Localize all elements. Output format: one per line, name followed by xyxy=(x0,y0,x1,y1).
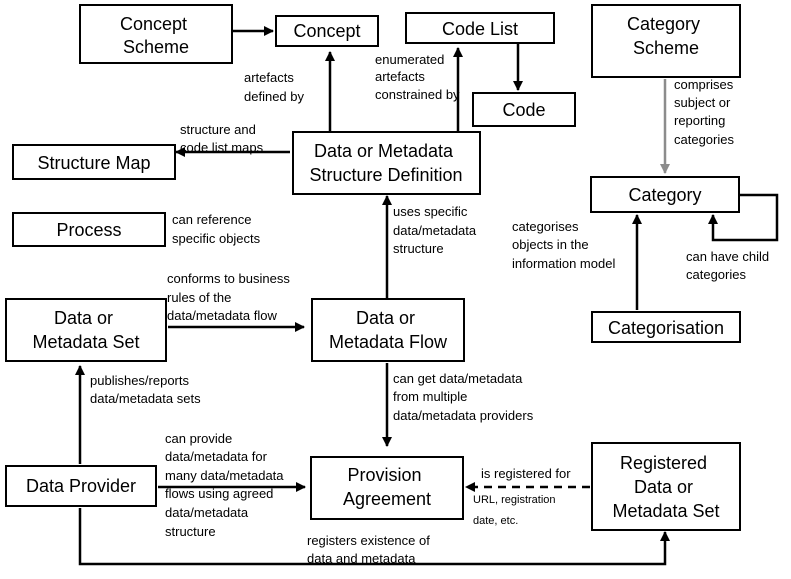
node-label: Data or Metadata Set xyxy=(32,308,139,352)
node-provision-agreement[interactable]: Provision Agreement xyxy=(310,456,464,520)
node-label: Category xyxy=(628,185,701,205)
node-process[interactable]: Process xyxy=(12,212,166,247)
node-label: Concept Scheme xyxy=(120,14,192,57)
label-registers-existence: registers existence of data and metadata xyxy=(307,533,433,566)
label-enumerated-artefacts: enumerated artefacts constrained by xyxy=(375,52,460,102)
label-publishes-reports: publishes/reports data/metadata sets xyxy=(90,373,201,406)
label-comprises-categories: comprises subject or reporting categorie… xyxy=(674,77,737,147)
node-concept-scheme[interactable]: Concept Scheme xyxy=(79,4,233,64)
label-can-provide-data: can provide data/metadata for many data/… xyxy=(165,431,287,539)
label-is-registered-for: is registered for xyxy=(481,466,571,481)
node-categorisation[interactable]: Categorisation xyxy=(591,311,741,343)
node-concept[interactable]: Concept xyxy=(275,15,379,47)
edges xyxy=(75,26,779,566)
label-structure-code-list-maps: structure and code list maps xyxy=(180,122,264,155)
node-label: Process xyxy=(56,220,121,240)
label-can-get-data: can get data/metadata from multiple data… xyxy=(393,371,534,423)
edge-labels: artefacts defined by enumerated artefact… xyxy=(90,52,773,566)
node-label: Data or Metadata Flow xyxy=(329,308,448,352)
node-label: Registered Data or Metadata Set xyxy=(612,453,719,521)
node-code-list[interactable]: Code List xyxy=(405,12,555,44)
edge-category-self-loop xyxy=(708,193,779,242)
node-label: Data or Metadata Structure Definition xyxy=(309,141,462,185)
node-category-scheme[interactable]: Category Scheme xyxy=(591,4,741,78)
label-conforms-to-business-rules: conforms to business rules of the data/m… xyxy=(167,271,293,323)
label-uses-specific-structure: uses specific data/metadata structure xyxy=(393,204,480,256)
node-label: Structure Map xyxy=(37,153,150,173)
node-registered-data-metadata-set[interactable]: Registered Data or Metadata Set xyxy=(591,442,741,531)
label-url-registration-date: URL, registration date, etc. xyxy=(473,494,559,527)
label-categorises-objects: categorises objects in the information m… xyxy=(512,219,615,271)
node-label: Code List xyxy=(442,19,518,39)
node-label: Data Provider xyxy=(26,476,136,496)
node-category[interactable]: Category xyxy=(590,176,740,213)
node-label: Code xyxy=(502,100,545,120)
node-structure-map[interactable]: Structure Map xyxy=(12,144,176,180)
node-data-metadata-flow[interactable]: Data or Metadata Flow xyxy=(311,298,465,362)
node-data-metadata-structure-definition[interactable]: Data or Metadata Structure Definition xyxy=(292,131,481,195)
node-label: Concept xyxy=(293,21,360,41)
label-can-reference: can reference specific objects xyxy=(172,212,261,246)
label-artefacts-defined-by: artefacts defined by xyxy=(244,70,304,104)
node-label: Category Scheme xyxy=(627,14,705,58)
edge-provider-to-registered-set xyxy=(78,508,670,566)
label-can-have-child-categories: can have child categories xyxy=(686,249,773,282)
node-data-provider[interactable]: Data Provider xyxy=(5,465,157,507)
node-code[interactable]: Code xyxy=(472,92,576,127)
node-data-metadata-set[interactable]: Data or Metadata Set xyxy=(5,298,167,362)
node-label: Provision Agreement xyxy=(343,465,431,509)
node-label: Categorisation xyxy=(608,318,724,338)
